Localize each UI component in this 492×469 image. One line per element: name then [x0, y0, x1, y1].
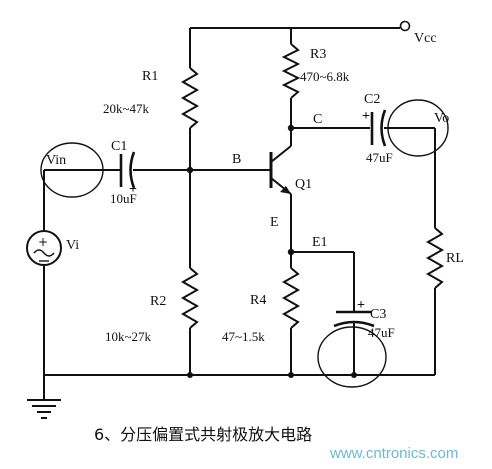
vo-probe-circle	[387, 99, 449, 157]
ground-icon	[27, 399, 61, 419]
collector-label: C	[313, 112, 322, 127]
vo-label: Vo	[434, 111, 449, 126]
q1-collector-lead	[270, 145, 292, 163]
c2-polarity: +	[362, 109, 370, 124]
c2-value: 47uF	[366, 150, 393, 165]
c2-plate-right	[380, 109, 387, 147]
vin-probe-circle	[40, 142, 104, 198]
r3-value: 470~6.8k	[300, 69, 350, 84]
r2-resistor	[180, 267, 200, 329]
c2-name: C2	[364, 92, 380, 107]
vcc-terminal	[399, 20, 411, 32]
r3-resistor	[281, 43, 301, 99]
ground-node-c3	[351, 372, 357, 378]
r1-resistor	[180, 67, 200, 129]
r2-name: R2	[150, 294, 166, 309]
q1-emitter-arrow	[280, 186, 291, 194]
base-label: B	[232, 152, 241, 167]
vcc-label: Vcc	[414, 31, 437, 46]
r3-name: R3	[310, 47, 326, 62]
c3-probe-circle	[317, 326, 387, 388]
r4-resistor	[281, 267, 301, 329]
c3-plate-bottom	[333, 320, 375, 328]
c3-name: C3	[370, 307, 386, 322]
e1-label: E1	[312, 235, 328, 250]
diagram-caption: 6、分压偏置式共射极放大电路	[94, 425, 312, 444]
r4-value: 47~1.5k	[222, 329, 265, 344]
c1-value: 10uF	[110, 191, 137, 206]
r1-name: R1	[142, 69, 158, 84]
q1-label: Q1	[295, 177, 312, 192]
vi-source-wave-icon	[33, 249, 55, 257]
c1-name: C1	[111, 139, 127, 154]
vi-source-plus-icon: +	[38, 235, 48, 249]
ground-node-r4	[288, 372, 294, 378]
ground-node-r2	[187, 372, 193, 378]
vi-label: Vi	[66, 238, 79, 253]
c3-value: 47uF	[368, 325, 395, 340]
r1-value: 20k~47k	[103, 101, 150, 116]
emitter-label: E	[270, 215, 279, 230]
vin-label: Vin	[46, 153, 66, 168]
c1-polarity: +	[129, 182, 137, 197]
c1-plate-right	[129, 151, 136, 189]
rl-label: RL	[446, 251, 464, 266]
r2-value: 10k~27k	[105, 329, 152, 344]
r4-name: R4	[250, 293, 266, 308]
rl-resistor	[425, 227, 445, 289]
watermark-text: www.cntronics.com	[329, 445, 458, 462]
c3-polarity: +	[357, 298, 365, 313]
